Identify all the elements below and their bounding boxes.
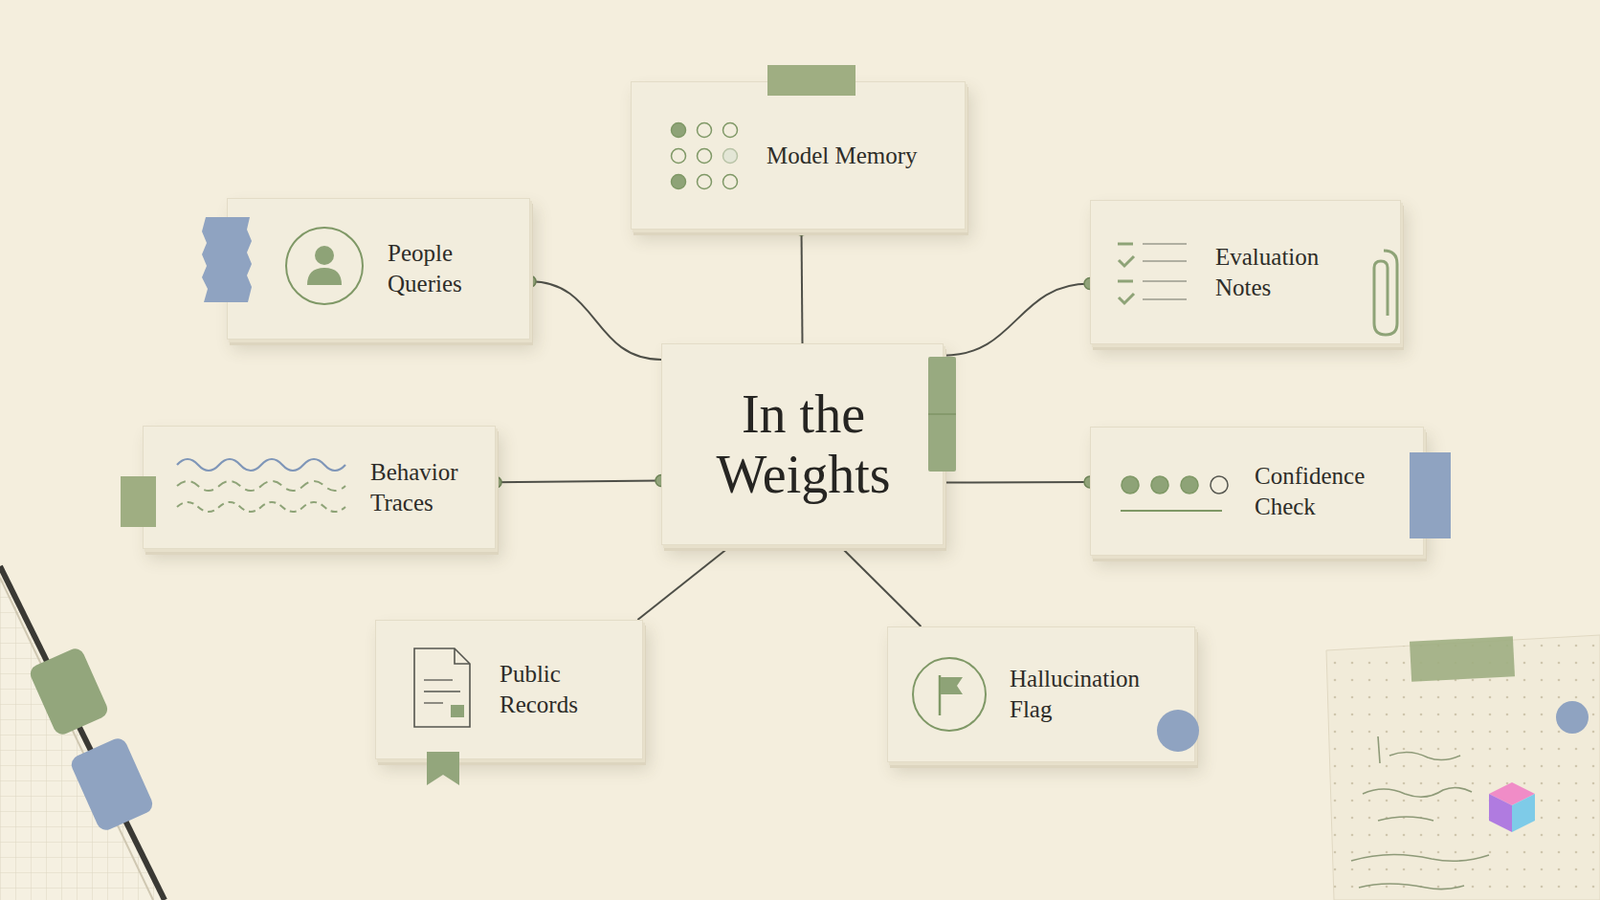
connector-line — [495, 480, 662, 483]
topic-card: Behavior Traces — [142, 425, 496, 550]
card-text: Model Memory — [766, 82, 978, 229]
connector-line — [943, 284, 1090, 356]
pin — [1156, 710, 1200, 753]
card-text: Hallucination Flag — [1009, 627, 1168, 762]
card-icon — [227, 199, 532, 341]
card-label: Behavior Traces — [370, 457, 486, 519]
card-text: Evaluation Notes — [1215, 200, 1355, 344]
connector-line — [530, 281, 662, 360]
card-label: Public Records — [499, 659, 605, 721]
notebook — [0, 566, 165, 900]
topic-card: Model Memory — [630, 81, 966, 230]
card-label: Model Memory — [766, 140, 978, 172]
note-paper — [1326, 635, 1600, 900]
card-icon — [1090, 200, 1402, 346]
topic-card: Confidence Check — [1089, 426, 1424, 556]
topic-card: People Queries — [226, 198, 531, 340]
connector-line — [801, 229, 803, 344]
hub-card: In the Weights — [661, 343, 944, 546]
bookmark — [426, 752, 460, 786]
topic-card: Hallucination Flag — [887, 626, 1196, 763]
tape — [120, 476, 156, 528]
tape — [201, 217, 252, 303]
card-text: Confidence Check — [1254, 427, 1394, 556]
card-label: Confidence Check — [1254, 461, 1394, 523]
card-icon — [143, 426, 497, 551]
card-icon — [888, 627, 1197, 764]
cube-mark — [1488, 782, 1535, 833]
paperclip — [1374, 250, 1398, 335]
connector-line — [839, 545, 922, 627]
topic-card: Evaluation Notes — [1089, 200, 1401, 345]
card-icon — [376, 621, 645, 761]
hub-title: In the Weights — [681, 384, 926, 505]
card-text: Behavior Traces — [370, 426, 486, 549]
connector-line — [637, 545, 732, 621]
card-text: Public Records — [499, 621, 605, 759]
card-label: Hallucination Flag — [1009, 664, 1168, 726]
card-text: People Queries — [387, 199, 503, 339]
card-label: Evaluation Notes — [1215, 242, 1355, 304]
card-icon — [1090, 427, 1425, 557]
tape — [767, 65, 856, 96]
tab — [928, 356, 956, 472]
card-text: In the Weights — [681, 344, 926, 545]
topic-card: Public Records — [375, 620, 644, 760]
card-label: People Queries — [387, 238, 503, 300]
tape — [1409, 452, 1451, 539]
connector-line — [943, 481, 1090, 485]
